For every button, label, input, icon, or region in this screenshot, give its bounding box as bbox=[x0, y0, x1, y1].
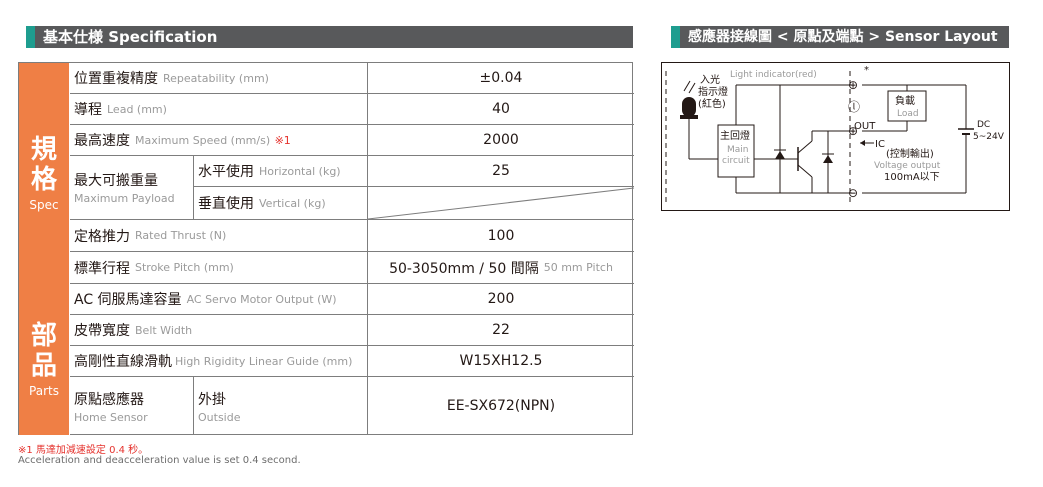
home-sub-zh: 外掛 bbox=[198, 391, 226, 408]
thrust-en: Rated Thrust (N) bbox=[135, 229, 227, 242]
led-indicator-icon bbox=[680, 80, 698, 119]
sensor-diagram: 入光 指示燈 (紅色) Light indicator(red) 主回燈 Mai… bbox=[661, 62, 1010, 211]
ic-label: IC bbox=[875, 139, 885, 150]
home-zh: 原點感應器 bbox=[74, 391, 144, 408]
category-parts: 部 品 Parts bbox=[19, 284, 70, 435]
payload-zh: 最大可搬重量 bbox=[74, 173, 158, 189]
zener-diode-2-icon bbox=[822, 131, 834, 193]
stroke-value-main: 50-3050mm / 50 間隔 bbox=[389, 260, 539, 277]
ctrl-zh: (控制輸出) bbox=[886, 147, 934, 160]
row-servo-label: AC 伺服馬達容量 AC Servo Motor Output (W) bbox=[70, 284, 368, 315]
light-zh3: (紅色) bbox=[698, 97, 726, 110]
row-repeatability-label: 位置重複精度 Repeatability (mm) bbox=[70, 63, 368, 94]
zener-diode-1-icon bbox=[774, 85, 786, 193]
main-en2: circuit bbox=[722, 156, 750, 166]
servo-en: AC Servo Motor Output (W) bbox=[186, 292, 337, 306]
category-spec: 規 格 Spec bbox=[19, 63, 70, 284]
light-zh2: 指示燈 bbox=[698, 85, 728, 98]
lead-value: 40 bbox=[368, 94, 634, 125]
row-thrust-label: 定格推力 Rated Thrust (N) bbox=[70, 220, 368, 252]
dc-battery-icon bbox=[958, 85, 974, 193]
vertical-en: Vertical (kg) bbox=[259, 196, 326, 210]
terminal-asterisk: * bbox=[864, 65, 869, 76]
category-parts-char1: 部 bbox=[30, 321, 57, 351]
horizontal-zh: 水平使用 bbox=[198, 164, 254, 180]
stroke-value-en: 50 mm Pitch bbox=[543, 261, 613, 274]
main-circuit-box bbox=[717, 124, 755, 178]
load-en: Load bbox=[897, 109, 919, 119]
thrust-value: 100 bbox=[368, 220, 634, 252]
category-parts-en: Parts bbox=[29, 384, 59, 398]
home-sub-en: Outside bbox=[198, 410, 241, 424]
row-horizontal-label: 水平使用 Horizontal (kg) bbox=[194, 156, 368, 187]
payload-en: Maximum Payload bbox=[74, 192, 175, 205]
vertical-na-slash bbox=[368, 187, 635, 220]
vertical-zh: 垂直使用 bbox=[198, 196, 254, 212]
terminal-minus: ⊖ bbox=[848, 186, 858, 200]
max-speed-note: ※1 bbox=[274, 133, 291, 147]
home-en: Home Sensor bbox=[74, 410, 148, 424]
dc-label: DC bbox=[977, 120, 990, 130]
horizontal-en: Horizontal (kg) bbox=[259, 164, 341, 178]
row-home-sub-label: 外掛 Outside bbox=[194, 377, 368, 435]
row-stroke-label: 標準行程 Stroke Pitch (mm) bbox=[70, 252, 368, 284]
load-zh: 負載 bbox=[895, 95, 915, 107]
repeatability-value: ±0.04 bbox=[368, 63, 634, 94]
horizontal-value: 25 bbox=[368, 156, 634, 187]
thrust-zh: 定格推力 bbox=[74, 228, 130, 245]
sensor-header: 感應器接線圖 < 原點及端點 > Sensor Layout bbox=[671, 26, 1009, 48]
servo-value: 200 bbox=[368, 284, 634, 315]
category-spec-en: Spec bbox=[29, 198, 59, 212]
sensor-wiring-svg: 入光 指示燈 (紅色) Light indicator(red) 主回燈 Mai… bbox=[665, 65, 1005, 203]
main-en1: Main bbox=[727, 145, 749, 155]
belt-en: Belt Width bbox=[135, 323, 193, 337]
spec-header: 基本仕様 Specification bbox=[26, 26, 633, 48]
terminal-plus: ⊕ bbox=[848, 78, 858, 92]
row-payload-label: 最大可搬重量 Maximum Payload bbox=[70, 156, 194, 220]
guide-value: W15XH12.5 bbox=[368, 346, 634, 377]
home-value: EE-SX672(NPN) bbox=[446, 398, 556, 414]
max-speed-value: 2000 bbox=[368, 125, 634, 156]
ic-arrowhead-icon bbox=[860, 140, 865, 146]
note-zh: ※1 馬達加減速設定 0.4 秒。 bbox=[18, 445, 149, 456]
servo-zh: AC 伺服馬達容量 bbox=[74, 292, 182, 308]
vertical-value bbox=[368, 187, 634, 220]
current-label: 100mA以下 bbox=[884, 172, 940, 183]
max-speed-en: Maximum Speed (mm/s) bbox=[135, 133, 271, 147]
lead-en: Lead (mm) bbox=[107, 102, 167, 116]
category-spec-char2: 格 bbox=[30, 165, 57, 195]
repeatability-zh: 位置重複精度 bbox=[74, 71, 158, 87]
lead-zh: 導程 bbox=[74, 102, 102, 118]
repeatability-en: Repeatability (mm) bbox=[163, 71, 269, 85]
stroke-zh: 標準行程 bbox=[74, 260, 130, 277]
dc-range: 5~24V bbox=[973, 132, 1005, 142]
light-en: Light indicator(red) bbox=[730, 70, 817, 80]
main-zh: 主回燈 bbox=[720, 130, 750, 142]
voltage-en: Voltage output bbox=[874, 161, 941, 171]
row-max-speed-label: 最高速度 Maximum Speed (mm/s) ※1 bbox=[70, 125, 368, 156]
row-vertical-label: 垂直使用 Vertical (kg) bbox=[194, 187, 368, 220]
light-zh1: 入光 bbox=[700, 73, 720, 86]
category-parts-char2: 品 bbox=[30, 351, 57, 381]
belt-value: 22 bbox=[368, 315, 634, 346]
row-belt-label: 皮帶寬度 Belt Width bbox=[70, 315, 368, 346]
row-home-label: 原點感應器 Home Sensor bbox=[70, 377, 194, 435]
transistor-icon bbox=[754, 131, 813, 193]
terminal-out: ⊕ bbox=[848, 124, 858, 138]
max-speed-zh: 最高速度 bbox=[74, 133, 130, 149]
category-spec-char1: 規 bbox=[30, 135, 57, 165]
stroke-value: 50-3050mm / 50 間隔 50 mm Pitch bbox=[368, 252, 634, 284]
terminal-l: ⓛ bbox=[848, 100, 860, 114]
stroke-en: Stroke Pitch (mm) bbox=[135, 261, 234, 274]
note-en: Acceleration and deacceleration value is… bbox=[18, 455, 301, 466]
guide-zh: 高剛性直線滑軌 bbox=[74, 354, 172, 370]
belt-zh: 皮帶寬度 bbox=[74, 323, 130, 339]
row-lead-label: 導程 Lead (mm) bbox=[70, 94, 368, 125]
guide-en: High Rigidity Linear Guide (mm) bbox=[175, 354, 353, 368]
spec-table: 規 格 Spec 部 品 Parts 位置重複精度 Repeatability (… bbox=[18, 62, 635, 435]
out-label: OUT bbox=[854, 121, 876, 132]
